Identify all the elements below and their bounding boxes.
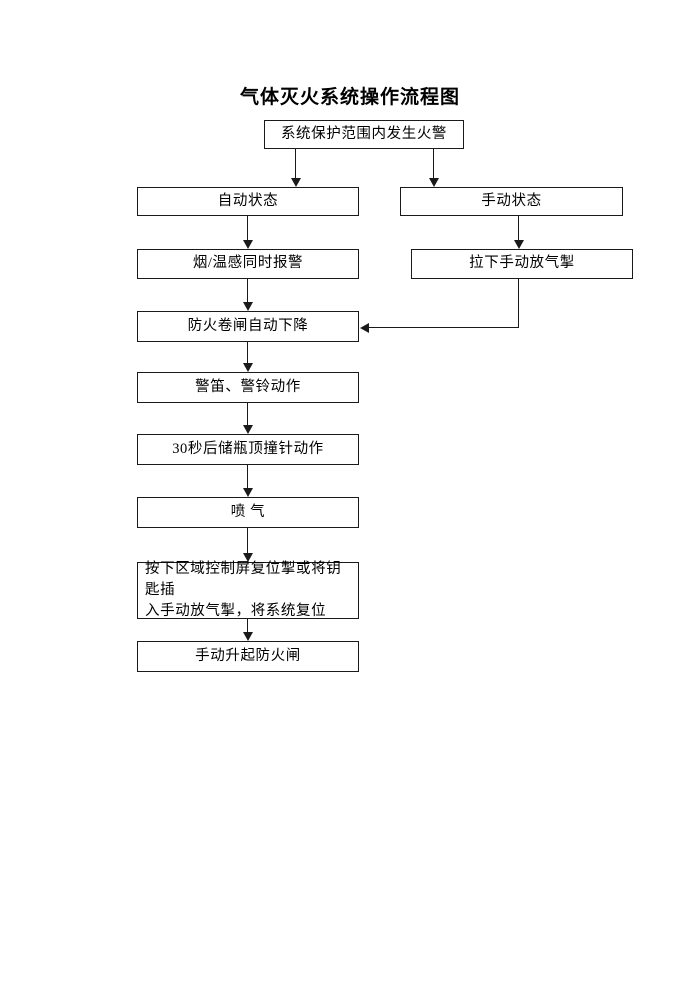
edge-n5-to-n6-horizontal (369, 327, 519, 328)
edge-n4-to-n6-arrowhead (242, 302, 253, 311)
edge-n9-to-n10-vertical (247, 528, 248, 553)
edge-n3-to-n5-vertical (518, 216, 519, 240)
edge-n8-to-n9-vertical (247, 465, 248, 488)
node-manually-raise-fire-shutter: 手动升起防火闸 (137, 641, 359, 672)
edge-n7-to-n8-arrowhead (242, 425, 253, 434)
node-smoke-heat-detector-alarm: 烟/温感同时报警 (137, 249, 359, 279)
edge-n8-to-n9-arrowhead (242, 488, 253, 497)
node-cylinder-striker-after-30s: 30秒后储瓶顶撞针动作 (137, 434, 359, 465)
node-label: 拉下手动放气掣 (469, 255, 575, 272)
edge-n4-to-n6-vertical (247, 279, 248, 302)
node-label-multiline: 按下区域控制屏复位掣或将钥匙插 入手动放气掣，将系统复位 (145, 559, 352, 622)
edge-n1-to-n3-arrowhead (428, 178, 439, 187)
node-label: 系统保护范围内发生火警 (280, 125, 448, 142)
edge-n1-to-n2-arrowhead (290, 178, 301, 187)
node-label: 30秒后储瓶顶撞针动作 (172, 440, 324, 457)
edge-n1-to-n3-vertical (433, 149, 434, 178)
node-label: 自动状态 (217, 192, 279, 209)
edge-n10-to-n11-vertical (247, 619, 248, 632)
node-manual-mode: 手动状态 (400, 187, 623, 216)
edge-n5-to-n6-vertical (518, 279, 519, 327)
edge-n6-to-n7-arrowhead (242, 363, 253, 372)
edge-n1-to-n2-vertical (295, 149, 296, 178)
node-siren-and-bell-activate: 警笛、警铃动作 (137, 372, 359, 403)
edge-n3-to-n5-arrowhead (513, 240, 524, 249)
node-label: 手动升起防火闸 (195, 647, 301, 664)
edge-n2-to-n4-vertical (247, 216, 248, 240)
edge-n2-to-n4-arrowhead (242, 240, 253, 249)
node-label-line2: 入手动放气掣，将系统复位 (145, 603, 327, 620)
edge-n10-to-n11-arrowhead (242, 632, 253, 641)
node-label: 手动状态 (481, 192, 542, 209)
node-reset-system-instruction: 按下区域控制屏复位掣或将钥匙插 入手动放气掣，将系统复位 (137, 559, 359, 622)
page-title: 气体灭火系统操作流程图 (239, 87, 460, 108)
node-label-line1: 按下区域控制屏复位掣或将钥匙插 (145, 560, 342, 598)
node-pull-manual-release-lever: 拉下手动放气掣 (411, 249, 633, 279)
node-label: 烟/温感同时报警 (192, 255, 304, 272)
node-gas-discharge: 喷 气 (137, 497, 359, 528)
node-label: 警笛、警铃动作 (195, 378, 301, 395)
node-automatic-mode: 自动状态 (137, 187, 359, 216)
node-fire-alarm-in-protected-area: 系统保护范围内发生火警 (264, 120, 464, 149)
node-fire-shutter-auto-lower: 防火卷闸自动下降 (137, 311, 359, 342)
edge-n6-to-n7-vertical (247, 342, 248, 363)
node-label: 防火卷闸自动下降 (187, 317, 309, 334)
edge-n7-to-n8-vertical (247, 403, 248, 425)
edge-n5-to-n6-arrowhead (360, 322, 369, 333)
edge-n9-to-n10-arrowhead (242, 553, 253, 562)
node-label: 喷 气 (230, 503, 266, 520)
